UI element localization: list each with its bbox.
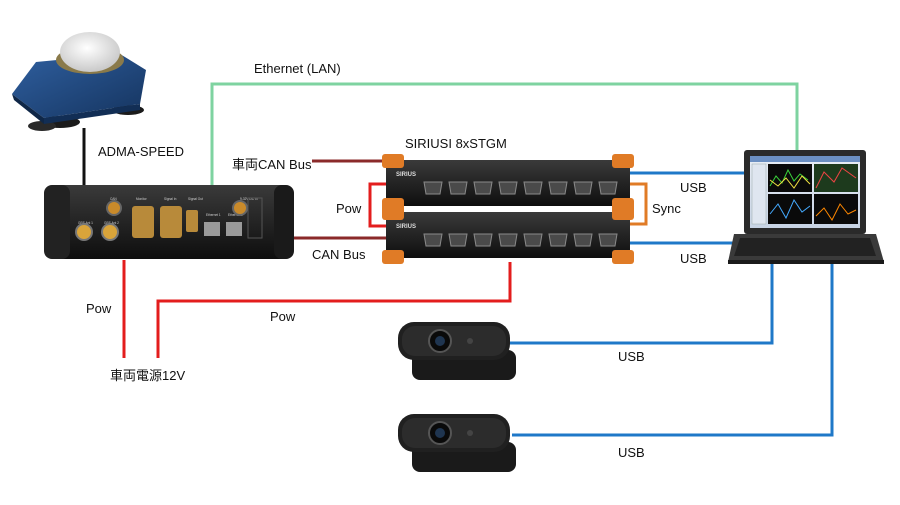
db9-connector <box>448 233 468 247</box>
usb-label-2: USB <box>680 251 707 266</box>
ethernet-cable <box>210 82 799 205</box>
adma-port-label: GPS Ant 1 <box>78 221 93 225</box>
sirius-label: SIRIUSI 8xSTGM <box>405 136 507 151</box>
db9-connector <box>423 181 443 195</box>
adma-port-label: GPS Ant 2 <box>104 221 119 225</box>
db9-connector <box>473 181 493 195</box>
antenna-dome <box>60 32 120 72</box>
db9-connector <box>573 181 593 195</box>
laptop <box>728 150 884 264</box>
db9-connector <box>423 233 443 247</box>
ethernet-label: Ethernet (LAN) <box>254 61 341 76</box>
db9-connector <box>573 233 593 247</box>
adma-port-label: Monitor <box>136 197 148 201</box>
db9-connector <box>448 181 468 195</box>
vehicle-power-label: 車両電源12V <box>110 368 186 383</box>
sync-label: Sync <box>652 201 681 216</box>
gps-antenna <box>12 32 146 131</box>
usb-cable-camera-1 <box>510 262 774 345</box>
pow-label-left: Pow <box>86 301 112 316</box>
can-bus-label: CAN Bus <box>312 247 366 262</box>
db9-connector <box>598 181 618 195</box>
db9-connector <box>523 181 543 195</box>
pow-loop-label: Pow <box>336 201 362 216</box>
usb-label-1: USB <box>680 180 707 195</box>
adma-speed-device: GPS Ant 1 GPS Ant 2 CAN Monitor Signal In Sig… <box>44 185 294 259</box>
db9-connector <box>498 181 518 195</box>
db9-connector <box>473 233 493 247</box>
adma-port-label: 9-32V DC In <box>240 197 258 201</box>
adma-port-label: Ethernet 1 <box>206 213 221 217</box>
adma-port-label: Ethernet 2 <box>228 213 243 217</box>
webcam-1 <box>398 322 516 380</box>
vehicle-can-label: 車両CAN Bus <box>232 157 312 172</box>
sync-cable <box>630 182 648 226</box>
usb-label-4: USB <box>618 445 645 460</box>
db9-connector <box>548 181 568 195</box>
adma-speed-label: ADMA-SPEED <box>98 144 184 159</box>
adma-port-label: Signal Out <box>188 197 203 201</box>
usb-cable-camera-2 <box>512 262 834 437</box>
adma-port-label: Signal In <box>164 197 177 201</box>
sirius-brand-bottom: SIRIUS <box>396 224 416 230</box>
adma-port-label: CAN <box>110 197 117 201</box>
sirius-module-bottom: SIRIUS <box>382 206 634 264</box>
webcam-2 <box>398 414 516 472</box>
vehicle-power-cable-2 <box>156 262 512 358</box>
adma-port-labels: GPS Ant 1 GPS Ant 2 CAN Monitor Signal In Sig… <box>78 197 258 225</box>
sirius-module-top: SIRIUS <box>382 154 634 212</box>
db9-connector <box>598 233 618 247</box>
pow-label-middle: Pow <box>270 309 296 324</box>
db9-connector <box>498 233 518 247</box>
pow-loop-cable <box>368 182 386 228</box>
db9-connector <box>523 233 543 247</box>
db9-connector <box>548 233 568 247</box>
usb-label-3: USB <box>618 349 645 364</box>
sirius-brand-top: SIRIUS <box>396 172 416 178</box>
